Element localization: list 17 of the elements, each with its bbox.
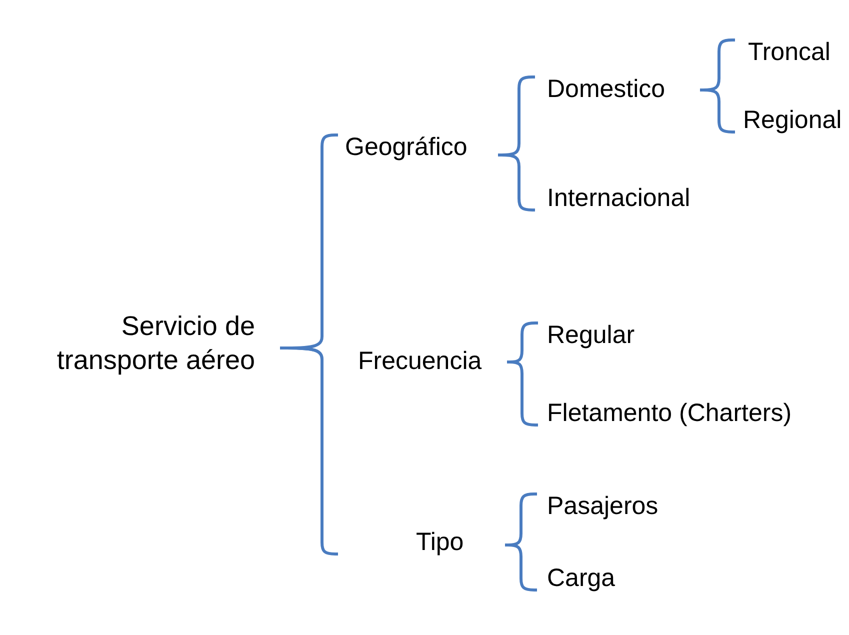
category-label: Tipo	[338, 527, 505, 557]
brace	[507, 360, 538, 426]
category-label: Regional	[735, 105, 842, 135]
brace	[498, 154, 535, 212]
category-label: Frecuencia	[322, 346, 507, 376]
category-label: Fletamento (Charters)	[538, 398, 792, 428]
category-label: Pasajeros	[537, 491, 658, 521]
category-label: Geográfico	[338, 132, 498, 162]
brace	[505, 544, 537, 592]
category-label: Troncal	[735, 37, 830, 67]
category-label: Carga	[537, 563, 616, 593]
category-label: Internacional	[535, 183, 690, 213]
brace	[280, 346, 338, 556]
category-label: Domestico	[535, 74, 700, 104]
brace	[700, 88, 735, 134]
category-label: Servicio de transporte aéreo	[5, 309, 280, 377]
category-label: Regular	[538, 320, 635, 350]
